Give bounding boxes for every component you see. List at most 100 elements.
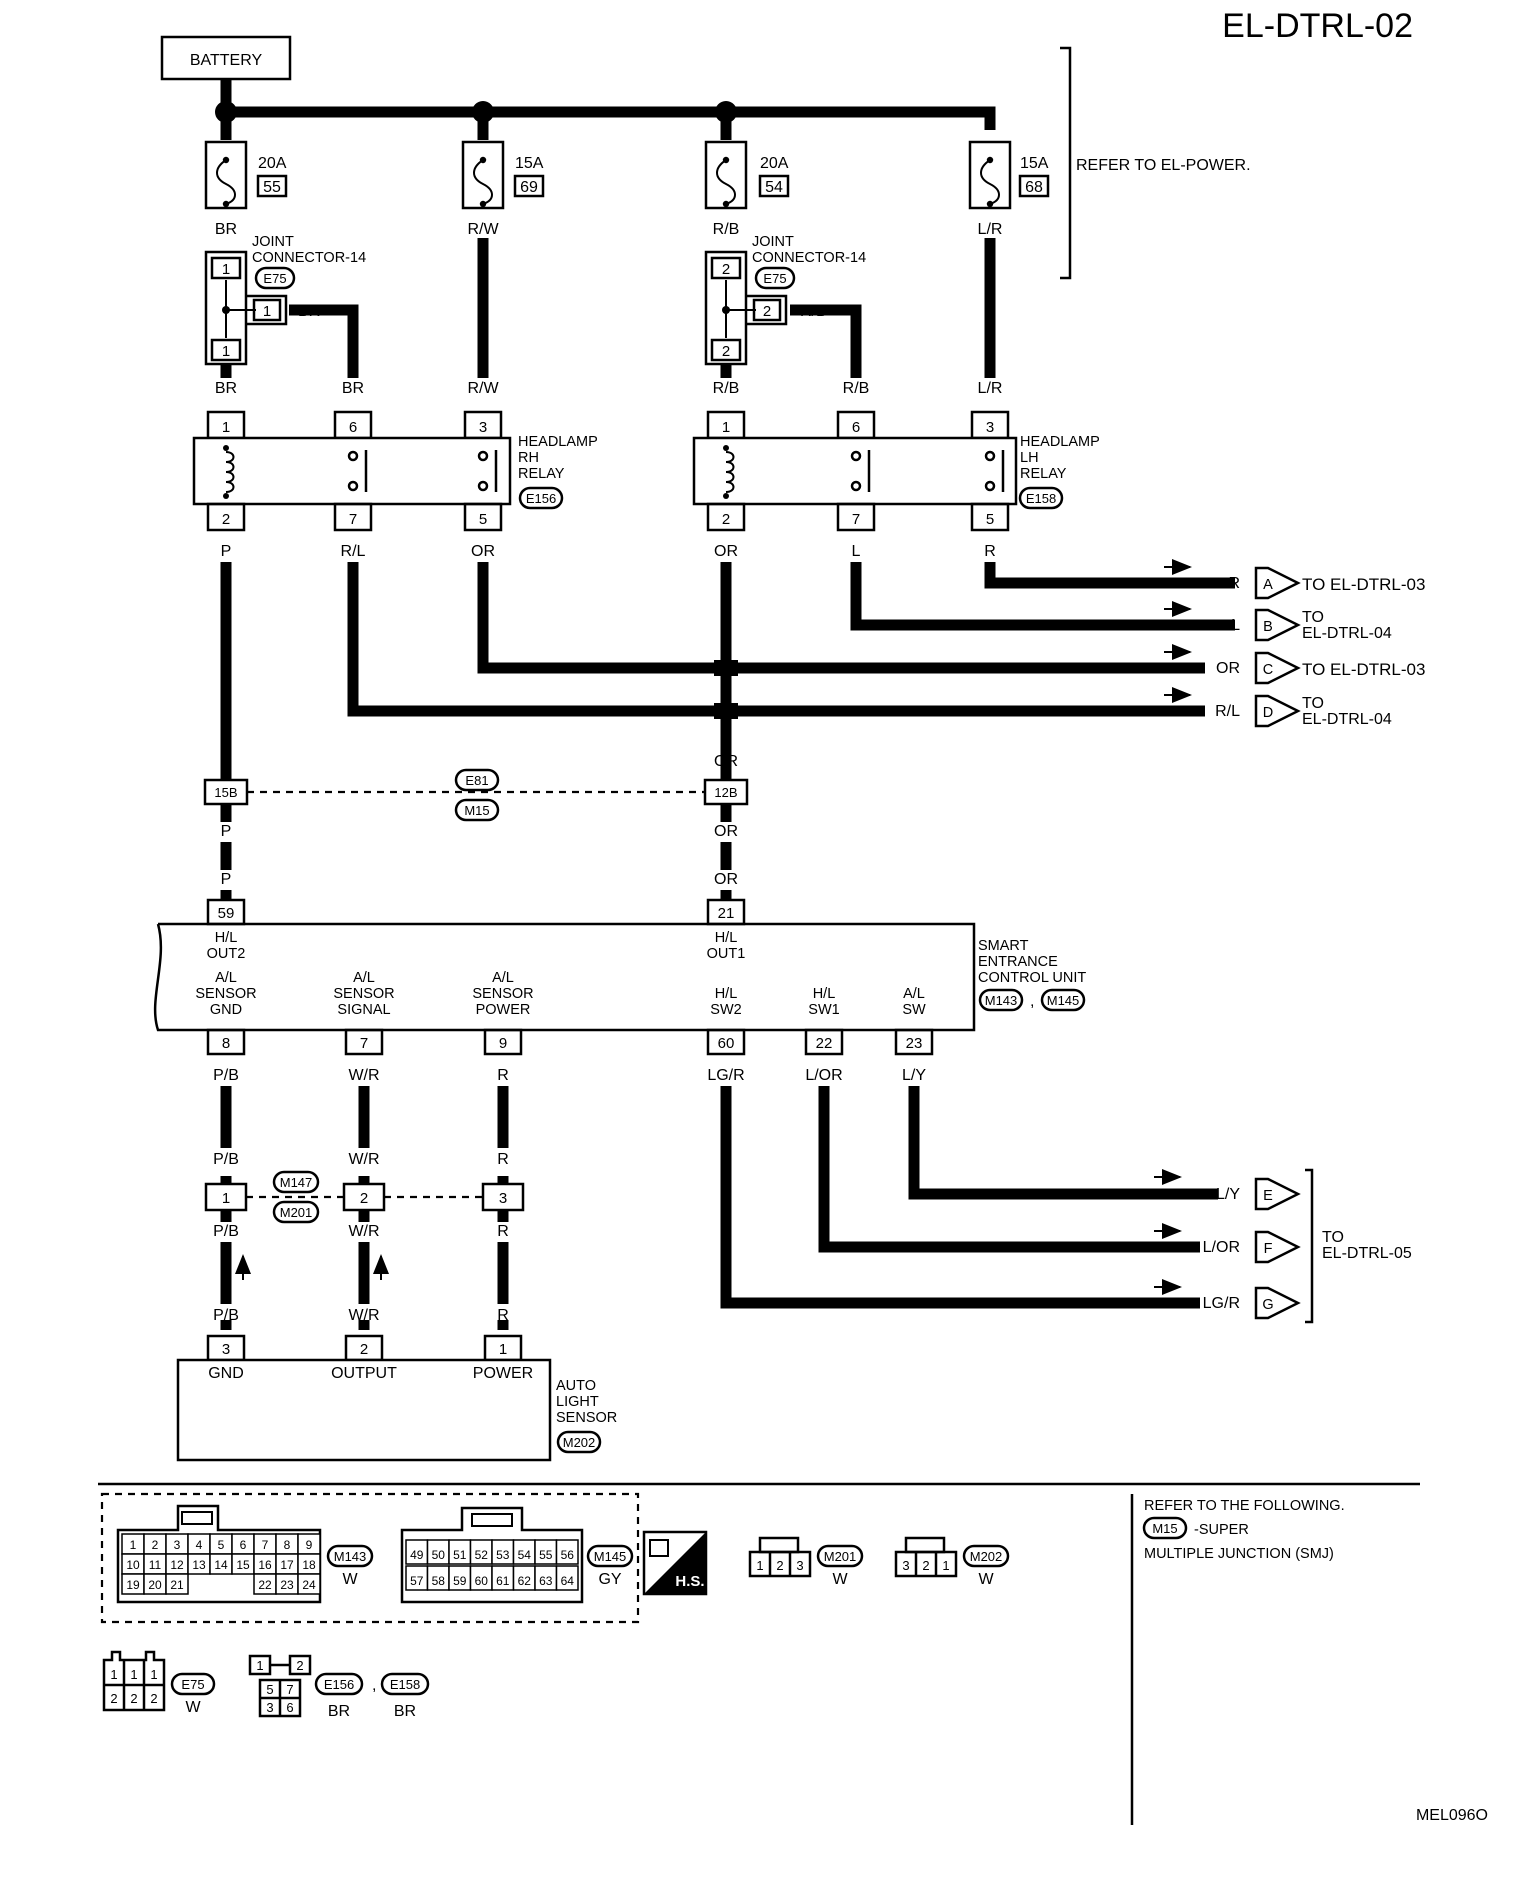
pin-number: 52 (475, 1548, 489, 1562)
wire-lor-to-f (818, 1086, 1200, 1253)
svg-text:M15: M15 (464, 803, 489, 818)
svg-text:SENSOR: SENSOR (556, 1410, 617, 1426)
svg-text:W/R: W/R (348, 1307, 379, 1324)
svg-text:POWER: POWER (473, 1365, 533, 1382)
svg-text:R/B: R/B (843, 380, 870, 397)
svg-text:L/Y: L/Y (1216, 1186, 1240, 1203)
svg-text:5: 5 (479, 511, 487, 528)
svg-text:1: 1 (942, 1558, 949, 1573)
svg-text:M143: M143 (985, 993, 1018, 1008)
pin-number: 6 (240, 1538, 247, 1552)
svg-text:TO EL-DTRL-03: TO EL-DTRL-03 (1302, 660, 1425, 679)
svg-text:7: 7 (852, 511, 860, 528)
svg-text:P/B: P/B (213, 1151, 239, 1168)
output-bracket (1305, 1168, 1314, 1324)
svg-text:W: W (185, 1699, 201, 1716)
pin-number: 10 (126, 1558, 140, 1572)
svg-text:E158: E158 (1026, 491, 1056, 506)
svg-text:R/W: R/W (467, 380, 499, 397)
svg-text:2: 2 (360, 1190, 368, 1207)
harness-connector-e81-m15: P OR 15B 12B E81 M15 P OR P OR (203, 753, 749, 888)
pin-number: 50 (432, 1548, 446, 1562)
pin-number: 23 (280, 1578, 294, 1592)
svg-text:3: 3 (902, 1558, 909, 1573)
wire-color: R/B (713, 221, 740, 238)
svg-text:R/L: R/L (341, 543, 366, 560)
svg-text:M201: M201 (824, 1549, 857, 1564)
svg-text:A/L: A/L (903, 986, 925, 1002)
auto-light-sensor: P/B W/R R 3 2 1 GND OUTPUT POWER AUTO LI… (176, 1307, 617, 1462)
svg-text:W: W (342, 1571, 358, 1588)
svg-text:2: 2 (722, 511, 730, 528)
svg-text:RELAY: RELAY (1020, 466, 1067, 482)
connector-c: OR C TO EL-DTRL-03 (1216, 651, 1425, 685)
svg-text:R: R (984, 543, 996, 560)
svg-text:GND: GND (210, 1002, 242, 1018)
svg-text:3: 3 (796, 1558, 803, 1573)
pin-number: 11 (149, 1558, 162, 1572)
svg-text:,: , (1030, 993, 1034, 1010)
wire-or-to-c (477, 562, 1205, 674)
svg-text:RH: RH (518, 450, 539, 466)
connector-group-border (100, 1492, 640, 1624)
pin-cell (555, 1565, 579, 1591)
fuse-number: 69 (520, 179, 538, 196)
svg-text:L/OR: L/OR (805, 1067, 842, 1084)
svg-text:1: 1 (722, 419, 730, 436)
svg-text:SW1: SW1 (808, 1002, 839, 1018)
svg-text:W/R: W/R (348, 1151, 379, 1168)
joint-connector-e75-left: 1 1 1 BR JOINT CONNECTOR-14 E75 (204, 234, 366, 366)
svg-text:OUTPUT: OUTPUT (331, 1365, 397, 1382)
svg-text:H.S.: H.S. (675, 1573, 704, 1590)
svg-text:W: W (832, 1571, 848, 1588)
svg-text:SIGNAL: SIGNAL (337, 1002, 390, 1018)
svg-text:1: 1 (222, 343, 230, 360)
svg-text:CONNECTOR-14: CONNECTOR-14 (252, 250, 366, 266)
pin-number: 57 (410, 1574, 424, 1588)
svg-text:TO EL-DTRL-03: TO EL-DTRL-03 (1302, 575, 1425, 594)
svg-text:W/R: W/R (348, 1067, 379, 1084)
svg-text:2: 2 (222, 511, 230, 528)
pin-number: 16 (258, 1558, 272, 1572)
fuse-55: 20A 55 BR (204, 140, 288, 238)
pin-cell (555, 1539, 579, 1565)
svg-text:3: 3 (479, 419, 487, 436)
svg-text:JOINT: JOINT (252, 234, 294, 250)
pin-number: 7 (262, 1538, 269, 1552)
svg-text:3: 3 (266, 1700, 273, 1715)
svg-text:P: P (221, 543, 232, 560)
svg-text:BR: BR (298, 303, 320, 320)
svg-text:H/L: H/L (715, 986, 738, 1002)
svg-text:OR: OR (471, 543, 495, 560)
svg-text:2: 2 (922, 1558, 929, 1573)
svg-text:R: R (497, 1307, 509, 1324)
svg-text:E156: E156 (526, 491, 556, 506)
svg-text:M145: M145 (594, 1549, 627, 1564)
svg-text:AUTO: AUTO (556, 1378, 596, 1394)
svg-text:H/L: H/L (813, 986, 836, 1002)
svg-text:R/L: R/L (1215, 703, 1240, 720)
svg-text:12B: 12B (714, 785, 737, 800)
svg-text:HEADLAMP: HEADLAMP (518, 434, 598, 450)
svg-text:-SUPER: -SUPER (1194, 1522, 1249, 1538)
svg-text:G: G (1262, 1297, 1273, 1313)
wire-l-to-b (850, 562, 1235, 631)
svg-text:2: 2 (110, 1691, 117, 1706)
svg-text:OR: OR (714, 823, 738, 840)
pin-number: 15 (236, 1558, 250, 1572)
svg-text:,: , (372, 1677, 376, 1694)
svg-text:59: 59 (218, 905, 235, 922)
svg-text:15B: 15B (214, 785, 237, 800)
pin-number: 20 (148, 1578, 162, 1592)
svg-text:BR: BR (328, 1703, 350, 1720)
svg-text:H/L: H/L (715, 930, 738, 946)
svg-text:OR: OR (714, 543, 738, 560)
svg-text:R: R (497, 1067, 509, 1084)
wire-rb-branch (790, 304, 862, 378)
svg-text:1: 1 (150, 1667, 157, 1682)
connector-view-e156-e158: 1 2 5 7 3 6 E156 BR , E158 BR (248, 1654, 430, 1720)
pin-number: 12 (170, 1558, 184, 1572)
svg-text:SW: SW (902, 1002, 926, 1018)
